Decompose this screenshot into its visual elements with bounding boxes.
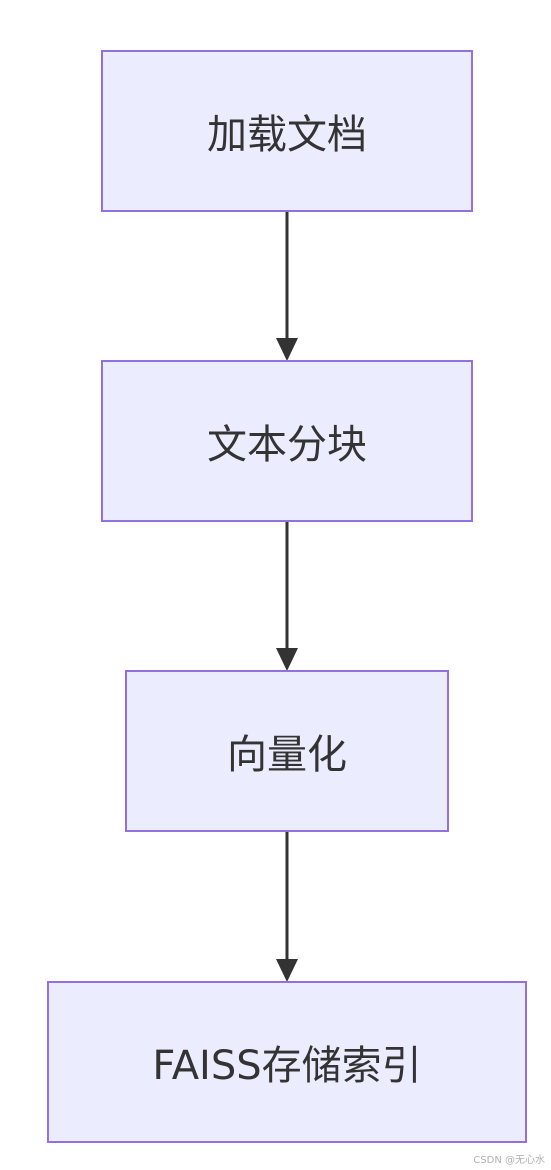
node-label: 向量化 bbox=[227, 732, 347, 778]
node-label: FAISS存储索引 bbox=[152, 1043, 422, 1089]
watermark: CSDN @无心水 bbox=[473, 1155, 545, 1166]
arrowhead-2 bbox=[276, 648, 298, 671]
node-label: 加载文档 bbox=[207, 112, 367, 158]
node-text-chunking: 文本分块 bbox=[101, 360, 473, 522]
arrowhead-1 bbox=[276, 338, 298, 361]
node-faiss-index: FAISS存储索引 bbox=[47, 981, 527, 1143]
node-label: 文本分块 bbox=[207, 422, 367, 468]
node-load-documents: 加载文档 bbox=[101, 50, 473, 212]
arrowhead-3 bbox=[276, 959, 298, 982]
node-vectorize: 向量化 bbox=[125, 670, 449, 832]
